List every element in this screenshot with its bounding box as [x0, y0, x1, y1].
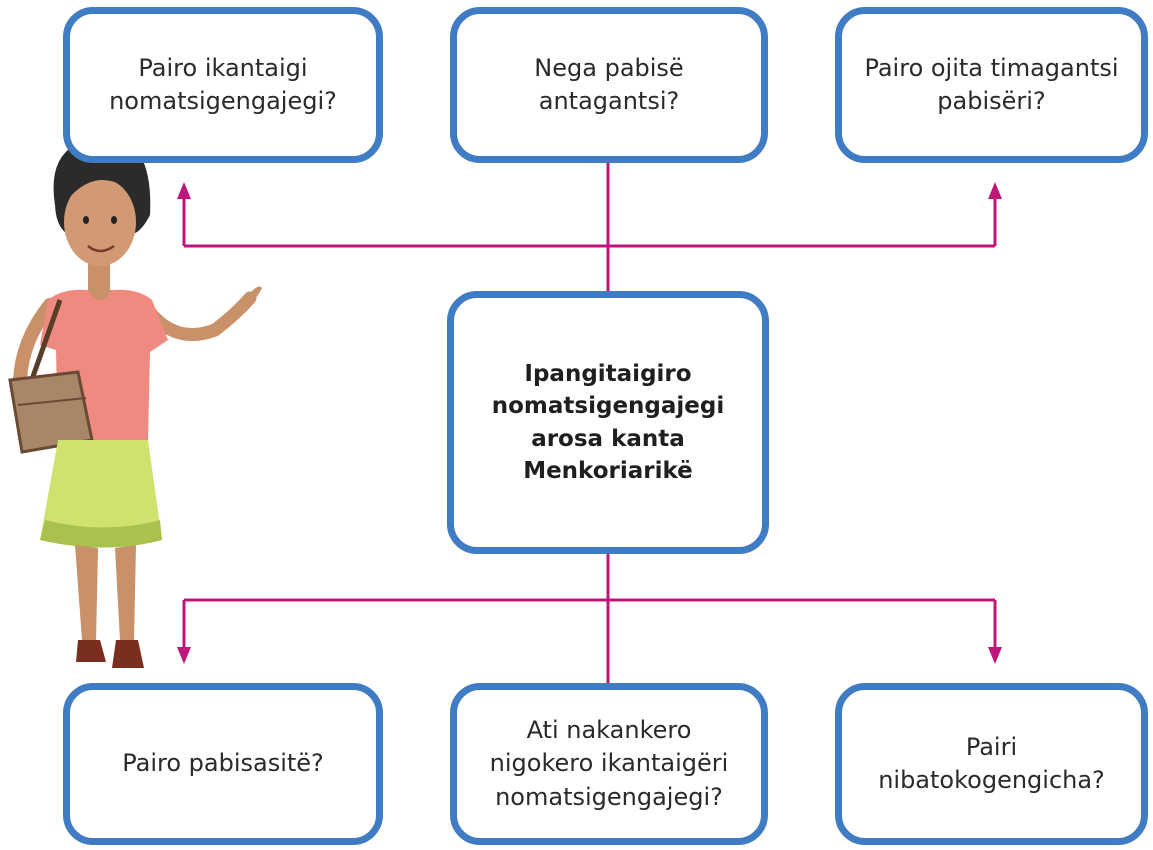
center-text-line: Ipangitaigiro: [524, 361, 692, 388]
question-box-top-middle: Nega pabisë antagantsi?: [450, 7, 768, 163]
woman-illustration: [8, 139, 262, 668]
box-text-line: nibatokogengicha?: [878, 766, 1105, 794]
arrow-down-bottom-left: [177, 647, 191, 664]
arrow-down-bottom-right: [988, 647, 1002, 664]
central-topic-box: Ipangitaigiro nomatsigengajegi arosa kan…: [447, 291, 769, 554]
box-text-line: Ati nakankero: [526, 716, 692, 745]
center-text-line: nomatsigengajegi: [491, 393, 725, 420]
box-text-line: Nega pabisë: [534, 53, 684, 82]
arrow-up-top-left: [177, 182, 191, 199]
box-text-line: nomatsigengajegi?: [495, 782, 723, 811]
question-box-top-right: Pairo ojita timagantsi pabisëri?: [835, 7, 1148, 163]
center-text-line: arosa kanta: [531, 425, 685, 452]
box-text-line: antagantsi?: [538, 87, 680, 115]
box-text-line: Pairo ikantaigi: [138, 53, 308, 82]
box-text-line: nigokero ikantaigëri: [489, 749, 729, 778]
box-text-line: Pairi: [965, 732, 1018, 761]
arrow-up-top-right: [988, 182, 1002, 199]
question-box-bottom-middle: Ati nakankero nigokero ikantaigëri nomat…: [450, 683, 768, 845]
question-box-bottom-right: Pairi nibatokogengicha?: [835, 683, 1148, 845]
question-box-bottom-left: Pairo pabisasitë?: [63, 683, 383, 845]
box-text-line: Pairo pabisasitë?: [122, 749, 324, 778]
center-text-line: Menkoriarikë: [523, 457, 693, 484]
box-text-line: nomatsigengajegi?: [109, 87, 337, 115]
box-text-line: pabisëri?: [937, 87, 1046, 115]
question-box-top-left: Pairo ikantaigi nomatsigengajegi?: [63, 7, 383, 163]
box-text-line: Pairo ojita timagantsi: [864, 53, 1119, 82]
